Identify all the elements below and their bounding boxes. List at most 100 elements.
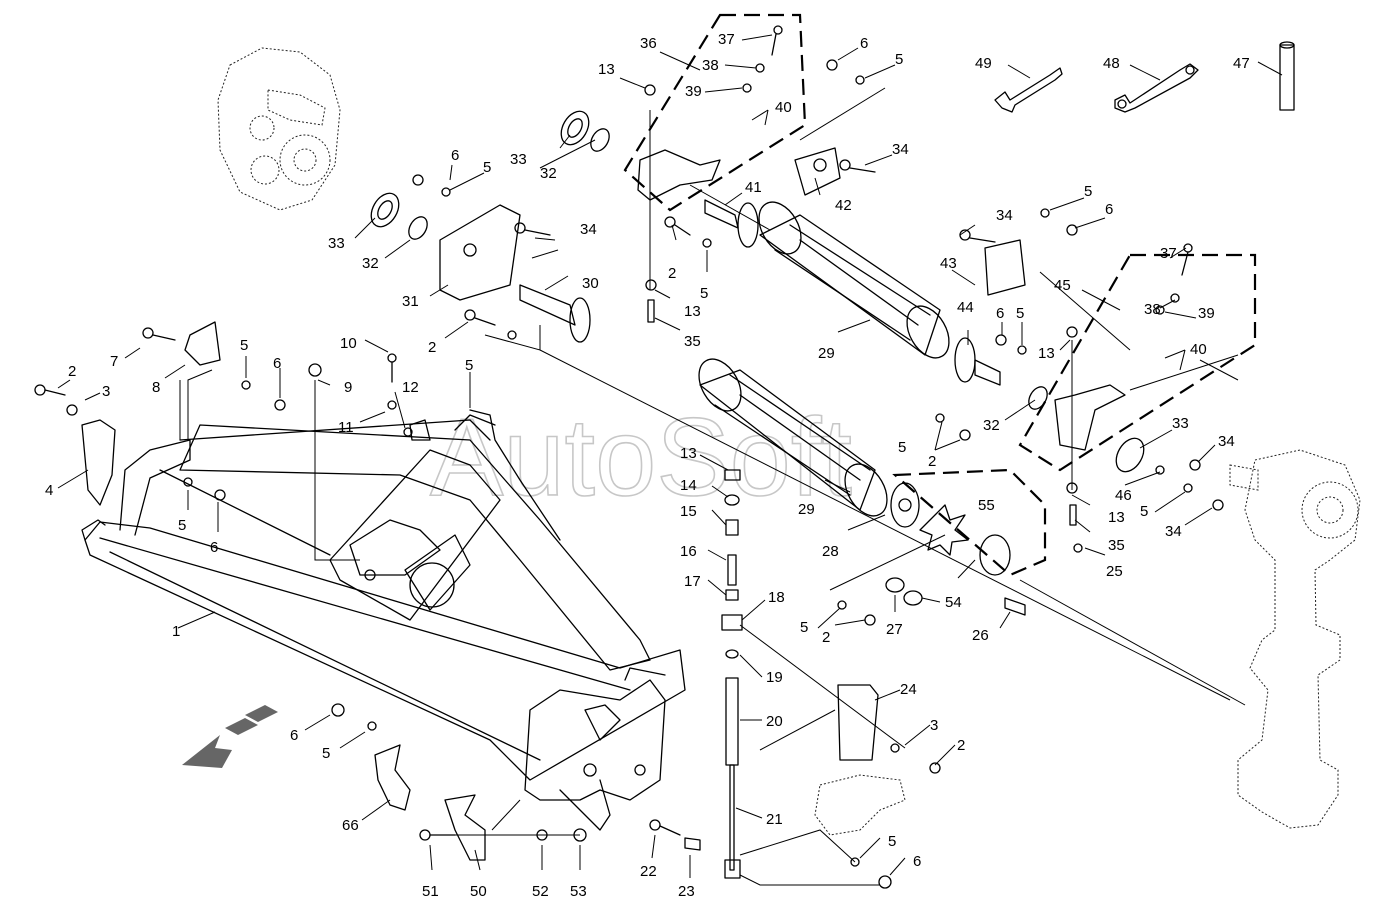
callout-42: 42 xyxy=(835,197,852,214)
bearing-upper-left xyxy=(370,192,428,240)
callout-32: 32 xyxy=(540,165,557,182)
callout-34: 34 xyxy=(1165,523,1182,540)
bracket-dotted xyxy=(814,774,906,836)
callout-35: 35 xyxy=(684,333,701,350)
housing-36 xyxy=(637,149,721,201)
plate-43 xyxy=(984,239,1026,296)
tension-rod-assembly xyxy=(721,469,743,879)
callout-55: 55 xyxy=(978,497,995,514)
callout-5: 5 xyxy=(465,357,473,374)
callout-2: 2 xyxy=(957,737,965,754)
callout-32: 32 xyxy=(362,255,379,272)
callout-66: 66 xyxy=(342,817,359,834)
callout-43: 43 xyxy=(940,255,957,272)
callout-52: 52 xyxy=(532,883,549,900)
callout-1: 1 xyxy=(172,623,180,640)
plate-42 xyxy=(794,147,841,196)
callout-27: 27 xyxy=(886,621,903,638)
callout-34: 34 xyxy=(580,221,597,238)
callout-24: 24 xyxy=(900,681,917,698)
coupling-insert-55 xyxy=(919,504,969,556)
coupling-28 xyxy=(890,482,920,528)
callout-31: 31 xyxy=(402,293,419,310)
roller-lower xyxy=(698,358,888,517)
callout-49: 49 xyxy=(975,55,992,72)
callout-15: 15 xyxy=(680,503,697,520)
callout-34: 34 xyxy=(892,141,909,158)
bearing-right xyxy=(1028,386,1145,473)
callout-34: 34 xyxy=(996,207,1013,224)
callout-41: 41 xyxy=(745,179,762,196)
wrench-48 xyxy=(1114,63,1199,113)
callout-6: 6 xyxy=(1105,201,1113,218)
fasteners xyxy=(34,25,1224,889)
callout-32: 32 xyxy=(983,417,1000,434)
callout-5: 5 xyxy=(1016,305,1024,322)
callout-46: 46 xyxy=(1115,487,1132,504)
callout-5: 5 xyxy=(895,51,903,68)
callout-4: 4 xyxy=(45,482,53,499)
shaft-41 xyxy=(704,199,759,248)
callout-5: 5 xyxy=(800,619,808,636)
callout-2: 2 xyxy=(822,629,830,646)
callout-25: 25 xyxy=(1106,563,1123,580)
main-frame xyxy=(81,409,686,831)
callout-12: 12 xyxy=(402,379,419,396)
callout-53: 53 xyxy=(570,883,587,900)
callout-7: 7 xyxy=(110,353,118,370)
callout-8: 8 xyxy=(152,379,160,396)
callout-45: 45 xyxy=(1054,277,1071,294)
group-box-36 xyxy=(623,13,807,212)
callout-51: 51 xyxy=(422,883,439,900)
roller-upper xyxy=(758,201,950,359)
callout-5: 5 xyxy=(888,833,896,850)
callout-40: 40 xyxy=(1190,341,1207,358)
key-26 xyxy=(1004,597,1026,616)
callout-10: 10 xyxy=(340,335,357,352)
callout-44: 44 xyxy=(957,299,974,316)
callout-5: 5 xyxy=(322,745,330,762)
shaft-44 xyxy=(954,337,1001,386)
callout-33: 33 xyxy=(510,151,527,168)
ring-27 xyxy=(885,577,905,593)
wrench-49 xyxy=(994,67,1063,113)
callout-3: 3 xyxy=(102,383,110,400)
callout-5: 5 xyxy=(483,159,491,176)
callout-9: 9 xyxy=(344,379,352,396)
callout-39: 39 xyxy=(1198,305,1215,322)
callout-38: 38 xyxy=(702,57,719,74)
callout-2: 2 xyxy=(928,453,936,470)
callout-2: 2 xyxy=(668,265,676,282)
callout-5: 5 xyxy=(1140,503,1148,520)
callout-29: 29 xyxy=(798,501,815,518)
callout-6: 6 xyxy=(210,539,218,556)
callout-labels: 1 2 2 2 2 2 2 3 3 4 5 5 5 5 5 5 5 5 5 5 … xyxy=(45,31,1250,900)
callout-34: 34 xyxy=(1218,433,1235,450)
bracket-4 xyxy=(81,419,116,506)
ring-54 xyxy=(903,590,923,606)
callout-22: 22 xyxy=(640,863,657,880)
group-box-28 xyxy=(892,468,1047,577)
callout-48: 48 xyxy=(1103,55,1120,72)
callout-5: 5 xyxy=(700,285,708,302)
callout-16: 16 xyxy=(680,543,697,560)
callout-6: 6 xyxy=(290,727,298,744)
callout-6: 6 xyxy=(273,355,281,372)
coupling-hub xyxy=(979,534,1011,576)
housing-45 xyxy=(1054,384,1126,451)
leader-lines xyxy=(57,34,1283,886)
gearbox-housing-right xyxy=(1229,449,1361,829)
bracket-8 xyxy=(184,321,221,366)
callout-6: 6 xyxy=(913,853,921,870)
callout-13: 13 xyxy=(1108,509,1125,526)
bracket-24 xyxy=(837,684,879,761)
callout-11: 11 xyxy=(338,419,354,436)
callout-19: 19 xyxy=(766,669,783,686)
callout-54: 54 xyxy=(945,594,962,611)
callout-37: 37 xyxy=(1160,245,1177,262)
callout-36: 36 xyxy=(640,35,657,52)
callout-33: 33 xyxy=(1172,415,1189,432)
callout-6: 6 xyxy=(996,305,1004,322)
callout-50: 50 xyxy=(470,883,487,900)
callout-47: 47 xyxy=(1233,55,1250,72)
